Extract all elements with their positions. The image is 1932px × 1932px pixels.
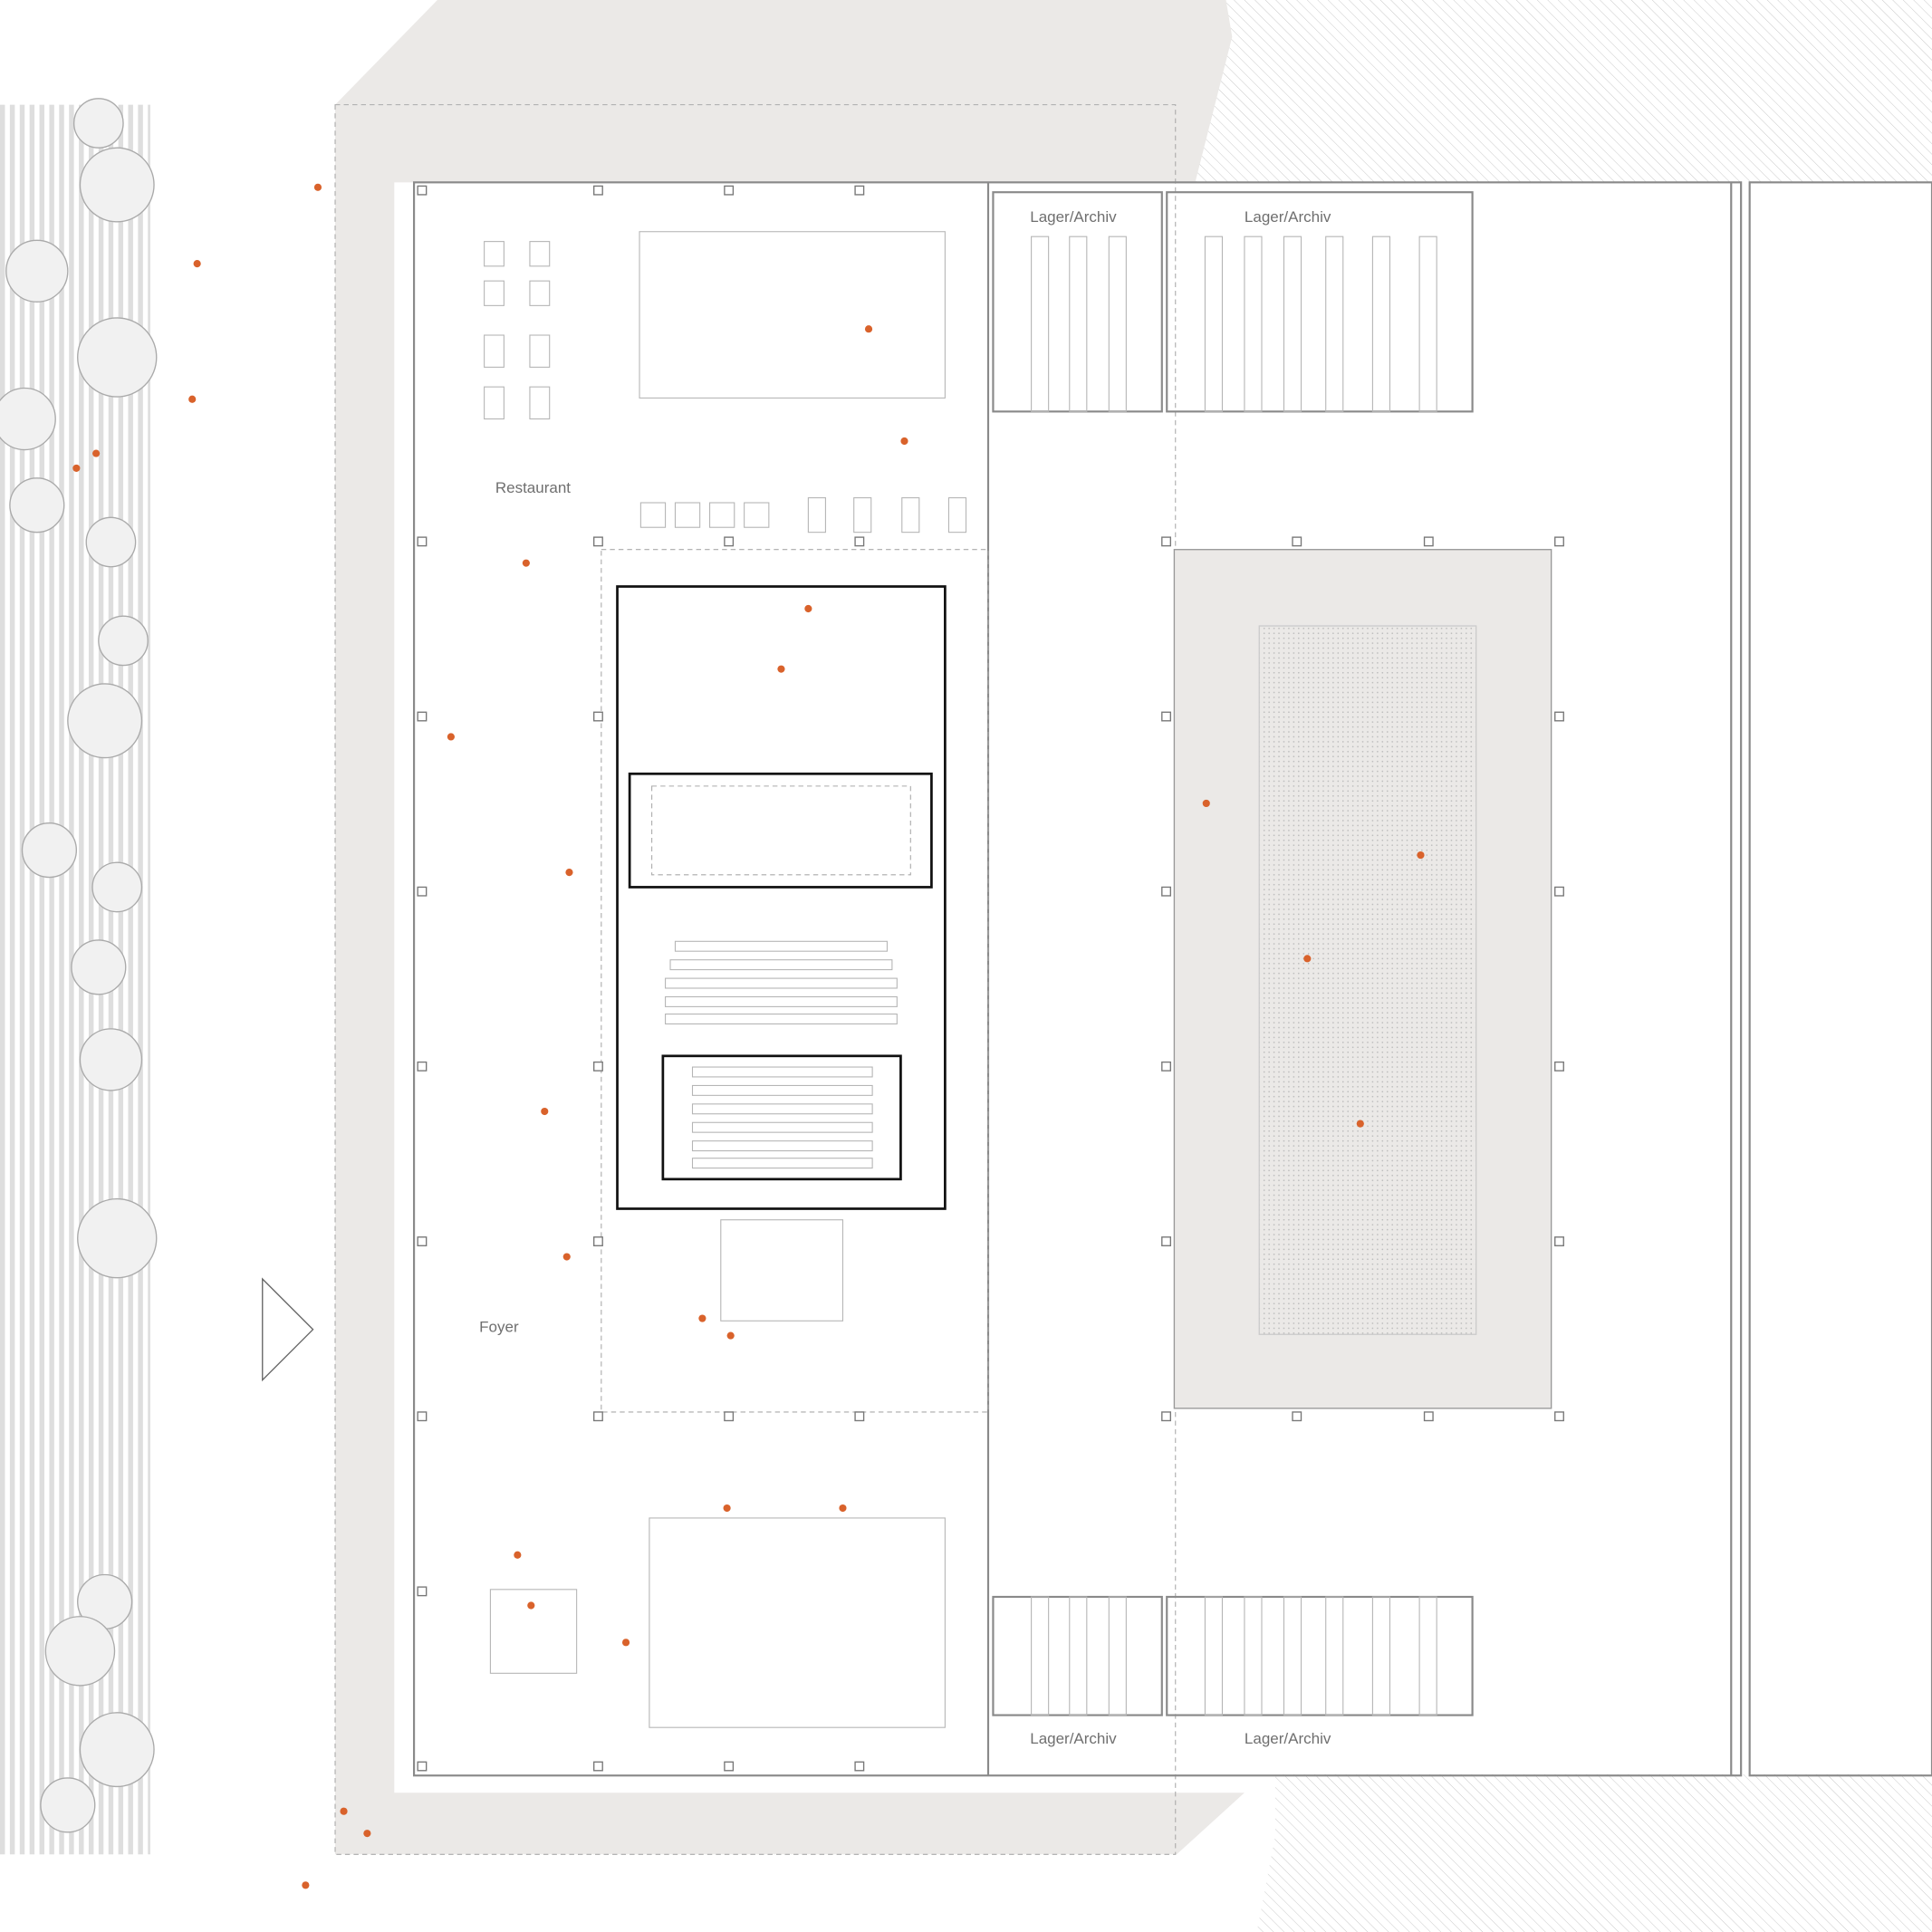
entrance-arrow: [262, 1277, 314, 1382]
restaurant-tables: [484, 241, 967, 533]
storage-bottom-left: [992, 1595, 1163, 1716]
columns: [417, 185, 1564, 1772]
sculpture-plinth: [720, 1219, 844, 1322]
room-label-storage-bottom-left: Lager/Archiv: [1030, 1730, 1117, 1747]
site-boundary: [334, 104, 1177, 1855]
room-label-foyer: Foyer: [479, 1319, 519, 1336]
shelves: [1031, 235, 1437, 1716]
room-label-restaurant: Restaurant: [495, 479, 571, 496]
foyer-zone: [601, 549, 989, 1413]
room-label-storage-top-right: Lager/Archiv: [1245, 208, 1331, 226]
neighbour-hatch-top: [1195, 0, 1932, 183]
display-plinth: [489, 1589, 578, 1674]
neighbour-building: [1748, 181, 1932, 1777]
courtyard-garden: [1258, 625, 1477, 1335]
room-label-storage-top-left: Lager/Archiv: [1030, 208, 1117, 226]
storage-top-right: [1166, 191, 1474, 413]
room-label-storage-bottom-right: Lager/Archiv: [1245, 1730, 1331, 1747]
auditorium: [616, 585, 947, 1210]
ground-plaza: [335, 0, 1245, 1855]
storage-bottom-right: [1166, 1595, 1474, 1716]
bottom-core: [649, 1517, 946, 1728]
building-outline: [412, 181, 1743, 1777]
people: [72, 183, 1425, 1889]
neighbour-hatch-bottom: [1256, 1773, 1932, 1932]
restaurant-kitchen: [639, 231, 946, 399]
